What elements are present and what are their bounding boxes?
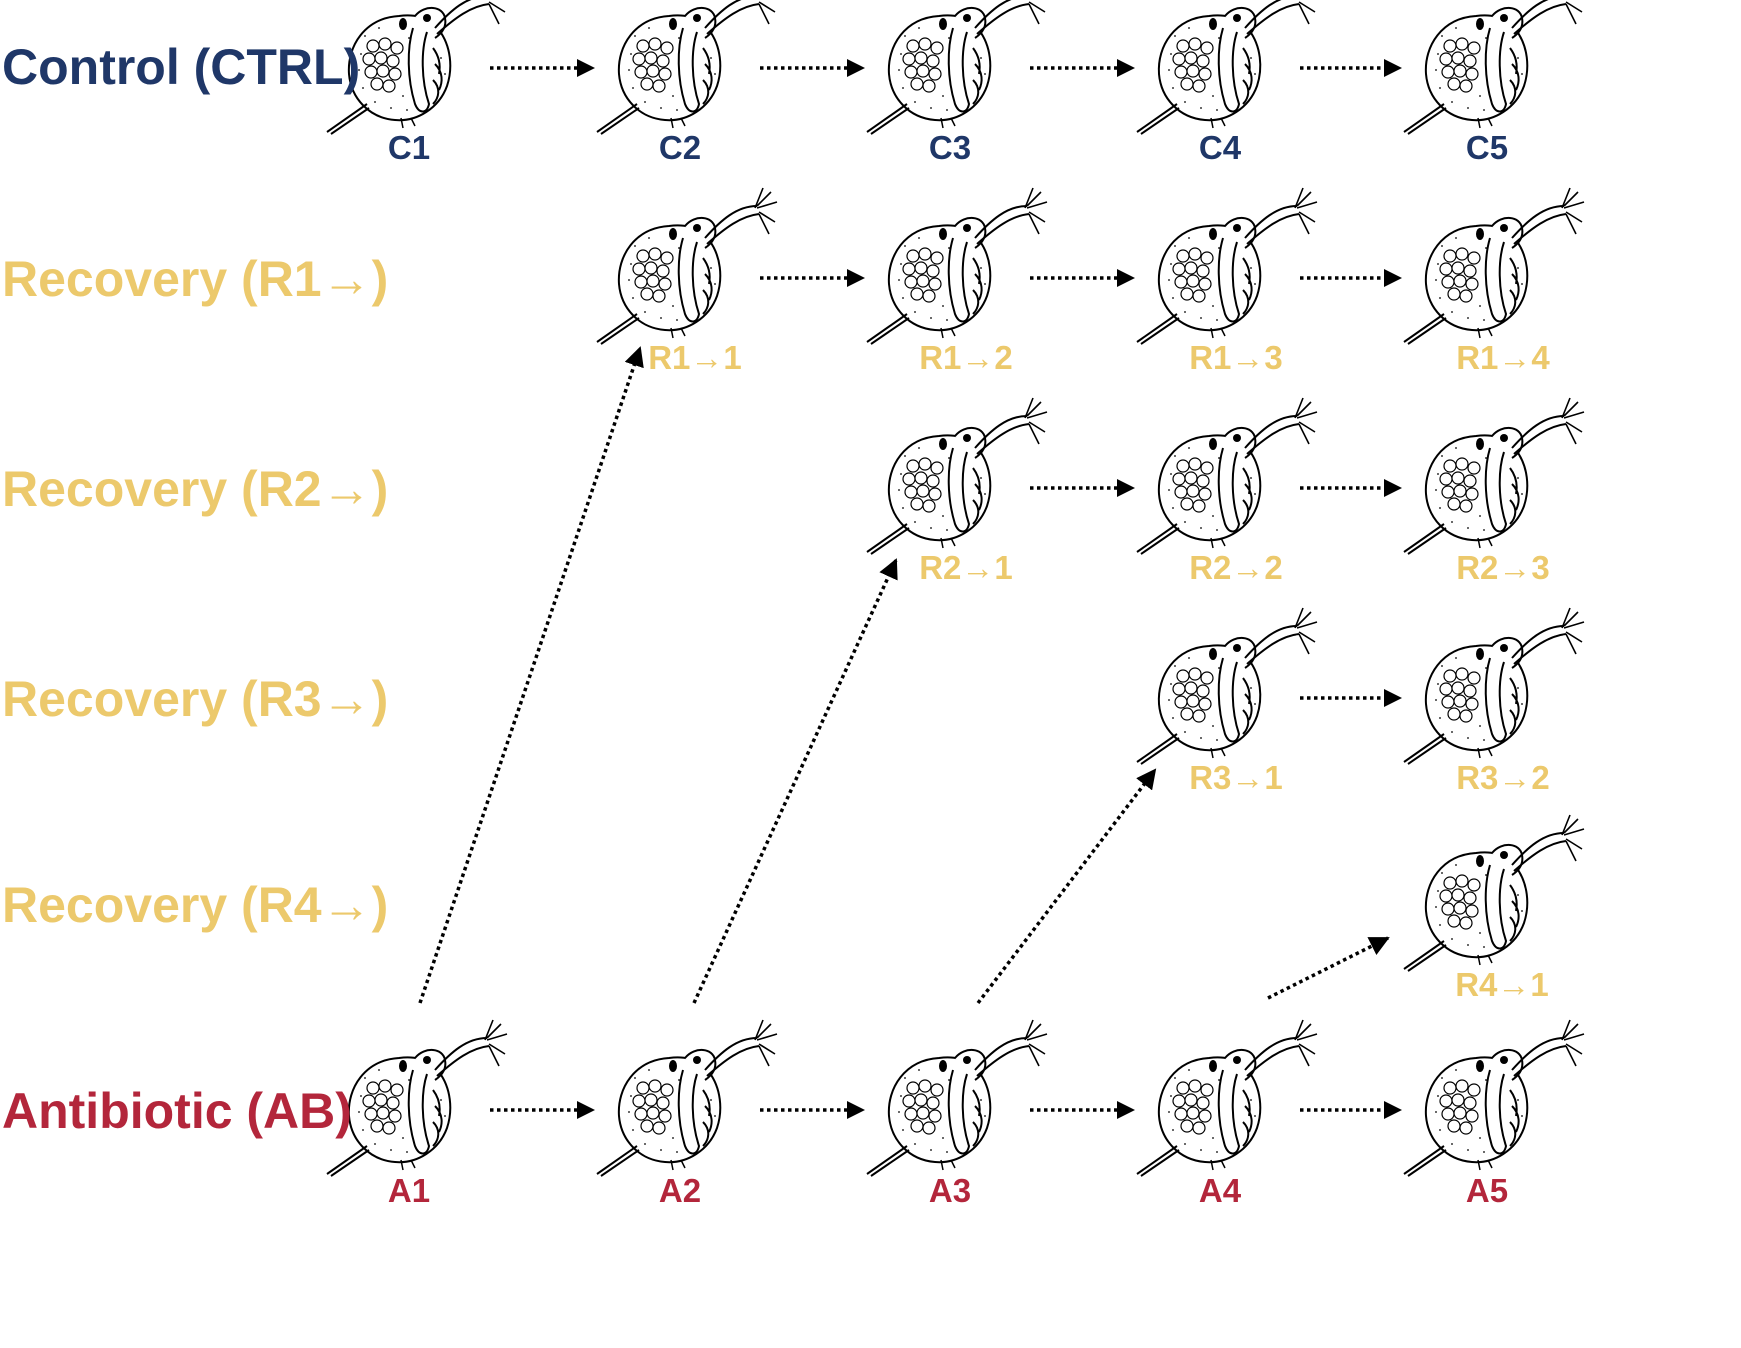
daphnia-icon — [1403, 607, 1585, 765]
node-label-r3-1: R3→1 — [1189, 759, 1283, 796]
node-label-a5: A5 — [1465, 1172, 1509, 1209]
node-label-r2-1: R2→1 — [919, 549, 1013, 586]
daphnia-icon — [1403, 397, 1585, 555]
node-label-r1-1: R1→1 — [648, 339, 742, 376]
node-label-r1-2: R1→2 — [919, 339, 1013, 376]
daphnia-icon — [596, 1019, 778, 1177]
daphnia-icon — [1136, 397, 1318, 555]
arrowhead — [1117, 269, 1135, 287]
daphnia-icon — [866, 0, 1048, 135]
arrowhead — [577, 59, 595, 77]
arrowhead — [577, 1101, 595, 1119]
node-label-r1-4: R1→4 — [1456, 339, 1550, 376]
daphnia-icon — [326, 1019, 508, 1177]
daphnia-icon — [866, 187, 1048, 345]
daphnia-icon — [1403, 187, 1585, 345]
arrowhead — [1384, 689, 1402, 707]
daphnia-icon — [1403, 0, 1585, 135]
row-label-antibiotic: Antibiotic (AB) — [2, 1083, 352, 1139]
node-label-r2-2: R2→2 — [1189, 549, 1283, 586]
daphnia-icon — [1403, 814, 1585, 972]
node-label-a2: A2 — [658, 1172, 702, 1209]
transfer-arrow — [418, 346, 644, 1004]
daphnia-icon — [1403, 1019, 1585, 1177]
node-label-a3: A3 — [928, 1172, 972, 1209]
node-label-r2-3: R2→3 — [1456, 549, 1550, 586]
node-label-a4: A4 — [1198, 1172, 1242, 1209]
row-label-recovery4: Recovery (R4→) — [2, 877, 389, 933]
transfer-arrow — [1267, 936, 1390, 1000]
row-label-recovery2: Recovery (R2→) — [2, 461, 389, 517]
row-label-recovery3: Recovery (R3→) — [2, 671, 389, 727]
daphnia-icon — [866, 397, 1048, 555]
node-label-c2: C2 — [658, 129, 702, 166]
arrowhead — [847, 1101, 865, 1119]
node-label-c5: C5 — [1465, 129, 1509, 166]
node-label-c1: C1 — [387, 129, 431, 166]
daphnia-icon — [596, 0, 778, 135]
node-label-a1: A1 — [387, 1172, 431, 1209]
transfer-arrow — [976, 768, 1157, 1005]
daphnia-icon — [1136, 0, 1318, 135]
arrowhead — [1384, 269, 1402, 287]
node-label-r3-2: R3→2 — [1456, 759, 1550, 796]
arrowhead — [1117, 479, 1135, 497]
arrowhead — [1117, 59, 1135, 77]
node-label-r4-1: R4→1 — [1455, 966, 1549, 1003]
node-label-r1-3: R1→3 — [1189, 339, 1283, 376]
daphnia-icon — [596, 187, 778, 345]
arrowhead — [1117, 1101, 1135, 1119]
arrowhead — [1384, 1101, 1402, 1119]
daphnia-icon — [1136, 1019, 1318, 1177]
arrowhead — [1384, 479, 1402, 497]
daphnia-icon — [866, 1019, 1048, 1177]
transfer-arrow — [692, 558, 898, 1004]
row-label-control: Control (CTRL) — [2, 39, 361, 95]
arrowhead — [1384, 59, 1402, 77]
arrowhead — [847, 59, 865, 77]
node-label-c3: C3 — [928, 129, 972, 166]
node-label-c4: C4 — [1198, 129, 1242, 166]
daphnia-icon — [1136, 187, 1318, 345]
daphnia-icon — [1136, 607, 1318, 765]
row-label-recovery1: Recovery (R1→) — [2, 251, 389, 307]
arrowhead — [847, 269, 865, 287]
